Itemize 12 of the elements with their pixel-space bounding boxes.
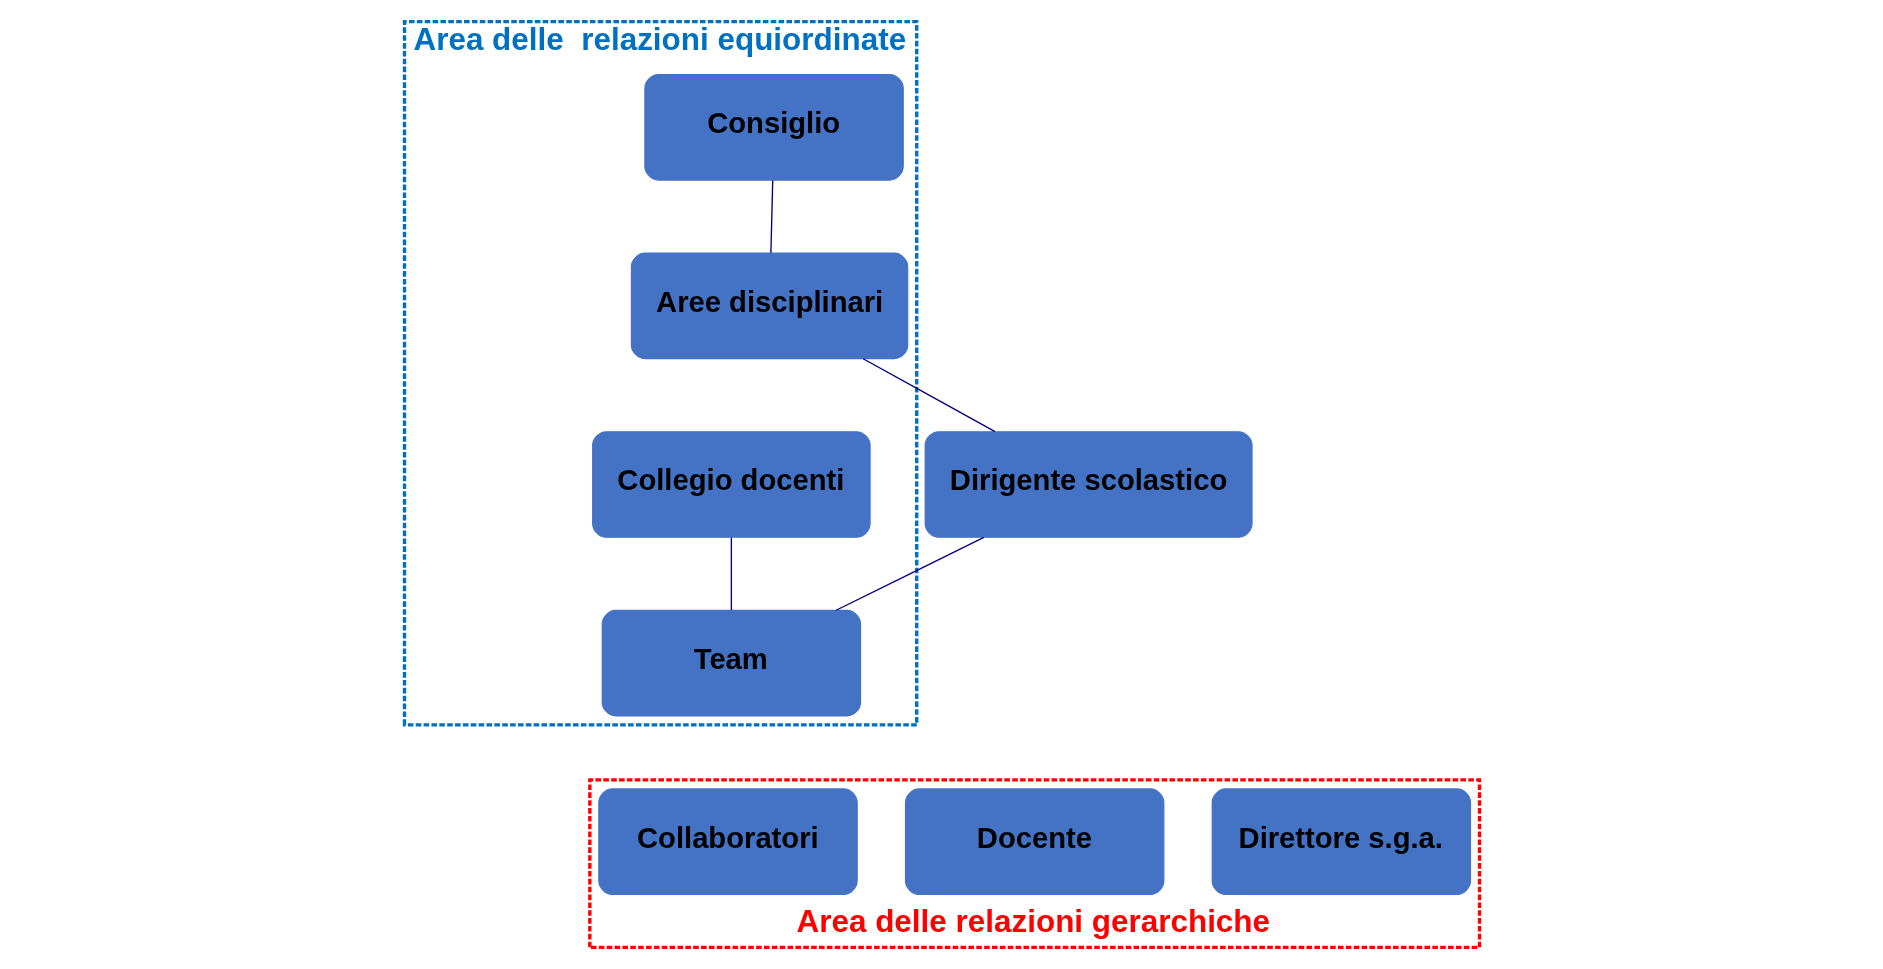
node-box: Consiglio	[643, 73, 904, 181]
node-box: Team	[601, 609, 861, 717]
connector	[730, 536, 732, 611]
node-box: Direttore s.g.a.	[1211, 788, 1471, 896]
node-box: Aree disciplinari	[630, 252, 908, 360]
node-box: Docente	[904, 788, 1164, 896]
connector	[861, 358, 996, 433]
connector	[769, 179, 773, 254]
connector	[834, 536, 984, 611]
node-box: Dirigente scolastico	[924, 431, 1253, 538]
node-box: Collaboratori	[597, 788, 858, 896]
node-box: Collegio docenti	[591, 431, 871, 538]
